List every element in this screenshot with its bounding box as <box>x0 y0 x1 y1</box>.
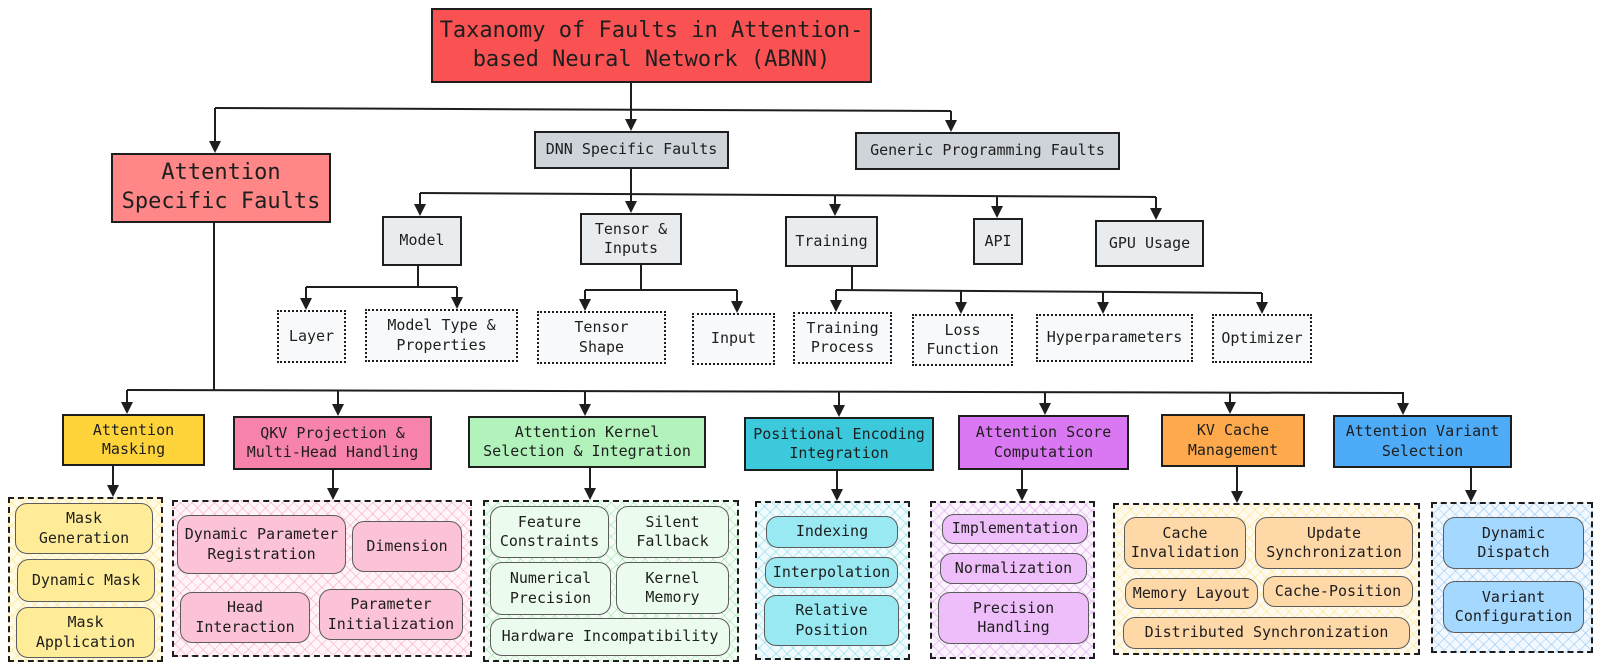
kernel-item-feature-constraints: Feature Constraints <box>490 506 609 558</box>
kernel-item-numerical-precision: Numerical Precision <box>490 562 611 615</box>
attention-category-qkv-projection: QKV Projection & Multi-Head Handling <box>233 416 432 470</box>
dnn-category-model: Model <box>382 216 462 266</box>
score-item-precision-handling: Precision Handling <box>938 592 1089 644</box>
arrowhead-icon <box>955 302 967 314</box>
masking-item-mask-generation: Mask Generation <box>15 503 153 554</box>
qkv-item-dimension: Dimension <box>352 521 462 572</box>
arrowhead-icon <box>829 204 841 216</box>
arrowhead-icon <box>584 488 596 500</box>
arrowhead-icon <box>833 405 845 417</box>
score-item-implementation: Implementation <box>942 514 1088 544</box>
score-item-normalization: Normalization <box>940 553 1087 584</box>
arrowhead-icon <box>831 489 843 501</box>
arrowhead-icon <box>451 297 463 309</box>
arrowhead-icon <box>1397 403 1409 415</box>
masking-item-dynamic-mask: Dynamic Mask <box>17 559 155 602</box>
connector-line <box>419 192 1157 198</box>
arrowhead-icon <box>1039 403 1051 415</box>
dnn-leaf-tensor-shape: Tensor Shape <box>537 311 666 364</box>
attention-category-masking: Attention Masking <box>62 414 205 466</box>
masking-item-mask-application: Mask Application <box>16 607 155 658</box>
arrowhead-icon <box>332 404 344 416</box>
kernel-item-silent-fallback: Silent Fallback <box>616 506 729 558</box>
dnn-category-tensor-inputs: Tensor & Inputs <box>580 213 682 265</box>
positional-item-relative-position: Relative Position <box>764 595 899 646</box>
arrowhead-icon <box>579 404 591 416</box>
dnn-category-api: API <box>973 218 1023 265</box>
arrowhead-icon <box>414 204 426 216</box>
kv-item-memory-layout: Memory Layout <box>1125 578 1258 609</box>
attention-category-score-computation: Attention Score Computation <box>958 415 1129 470</box>
arrowhead-icon <box>945 120 957 132</box>
dnn-leaf-hyperparameters: Hyperparameters <box>1036 314 1193 362</box>
arrowhead-icon <box>991 206 1003 218</box>
arrowhead-icon <box>1256 302 1268 314</box>
arrowhead-icon <box>625 119 637 131</box>
dnn-leaf-input: Input <box>692 313 775 365</box>
arrowhead-icon <box>1150 208 1162 220</box>
kv-item-cache-invalidation: Cache Invalidation <box>1124 517 1246 569</box>
connector-line <box>835 289 1263 294</box>
dnn-leaf-layer: Layer <box>277 310 346 363</box>
arrowhead-icon <box>731 301 743 313</box>
kv-item-distributed-synchronization: Distributed Synchronization <box>1123 617 1410 649</box>
dnn-category-training: Training <box>785 216 878 267</box>
variant-item-dynamic-dispatch: Dynamic Dispatch <box>1443 517 1584 569</box>
connector-line <box>126 389 1405 394</box>
generic-programming-faults-node: Generic Programming Faults <box>855 132 1120 170</box>
kernel-item-hardware-incompatibility: Hardware Incompatibility <box>490 618 730 656</box>
arrowhead-icon <box>625 201 637 213</box>
dnn-leaf-optimizer: Optimizer <box>1212 314 1312 363</box>
attention-category-positional-encoding: Positional Encoding Integration <box>744 417 934 471</box>
arrowhead-icon <box>107 485 119 497</box>
qkv-item-head-interaction: Head Interaction <box>180 592 310 643</box>
arrowhead-icon <box>1097 302 1109 314</box>
variant-item-variant-configuration: Variant Configuration <box>1443 581 1584 633</box>
arrowhead-icon <box>209 141 221 153</box>
attention-category-variant-selection: Attention Variant Selection <box>1333 415 1512 468</box>
positional-item-indexing: Indexing <box>766 516 898 548</box>
arrowhead-icon <box>1465 490 1477 502</box>
root-title-node: Taxanomy of Faults in Attention- based N… <box>431 8 872 83</box>
positional-item-interpolation: Interpolation <box>765 557 898 588</box>
kv-item-update-synchronization: Update Synchronization <box>1255 517 1413 569</box>
kernel-item-kernel-memory: Kernel Memory <box>616 562 729 614</box>
arrowhead-icon <box>830 300 842 312</box>
arrowhead-icon <box>121 402 133 414</box>
dnn-category-gpu-usage: GPU Usage <box>1095 220 1204 267</box>
attention-category-kernel-selection: Attention Kernel Selection & Integration <box>468 416 706 468</box>
attention-specific-faults-node: Attention Specific Faults <box>111 153 331 223</box>
arrowhead-icon <box>579 299 591 311</box>
arrowhead-icon <box>1231 491 1243 503</box>
qkv-item-parameter-initialization: Parameter Initialization <box>319 589 463 640</box>
dnn-leaf-training-process: Training Process <box>793 312 892 364</box>
dnn-leaf-loss-function: Loss Function <box>912 314 1013 366</box>
arrowhead-icon <box>327 488 339 500</box>
qkv-item-dynamic-parameter-registration: Dynamic Parameter Registration <box>177 515 346 574</box>
arrowhead-icon <box>1016 489 1028 501</box>
kv-item-cache-position: Cache-Position <box>1263 576 1413 607</box>
connector-line <box>214 107 952 112</box>
attention-category-kv-cache: KV Cache Management <box>1161 414 1305 467</box>
dnn-specific-faults-node: DNN Specific Faults <box>534 131 729 169</box>
dnn-leaf-model-type-properties: Model Type & Properties <box>365 309 518 362</box>
arrowhead-icon <box>1224 402 1236 414</box>
arrowhead-icon <box>300 298 312 310</box>
